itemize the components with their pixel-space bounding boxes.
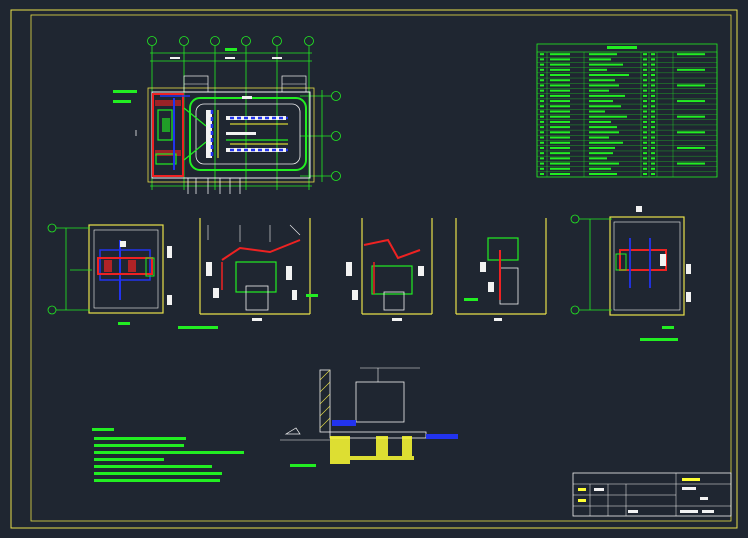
table-row: [540, 110, 655, 113]
table-row: [540, 172, 655, 175]
table-row: [540, 120, 655, 123]
table-row: [540, 152, 655, 155]
title-block: [572, 472, 732, 517]
section-view-2: [199, 218, 318, 321]
table-title: [607, 46, 637, 49]
table-row: [540, 74, 655, 77]
outer-frame: [10, 9, 738, 529]
section-view-4: [455, 218, 547, 321]
table-row: [540, 58, 655, 61]
table-row: [540, 115, 705, 118]
general-notes: [92, 428, 244, 482]
table-row: [540, 89, 655, 92]
section-view-3: [346, 218, 433, 321]
table-row: [540, 146, 705, 149]
table-row: [540, 94, 655, 97]
section-view-1: [47, 223, 218, 329]
table-row: [540, 79, 655, 82]
table-row: [540, 84, 705, 87]
table-row: [540, 162, 705, 165]
equipment-table: [536, 43, 718, 178]
table-row: [540, 100, 705, 103]
table-row: [540, 126, 655, 129]
plan-view: [113, 36, 341, 194]
table-row: [540, 53, 705, 56]
table-row: [540, 131, 705, 134]
table-row: [540, 136, 655, 139]
table-row: [540, 63, 655, 66]
table-row: [540, 141, 655, 144]
table-row: [540, 68, 705, 71]
table-row: [540, 105, 655, 108]
table-row: [540, 157, 655, 160]
detail-section: [280, 367, 458, 467]
inner-frame: [30, 14, 732, 522]
section-view-5: [570, 206, 691, 341]
table-row: [540, 167, 655, 170]
